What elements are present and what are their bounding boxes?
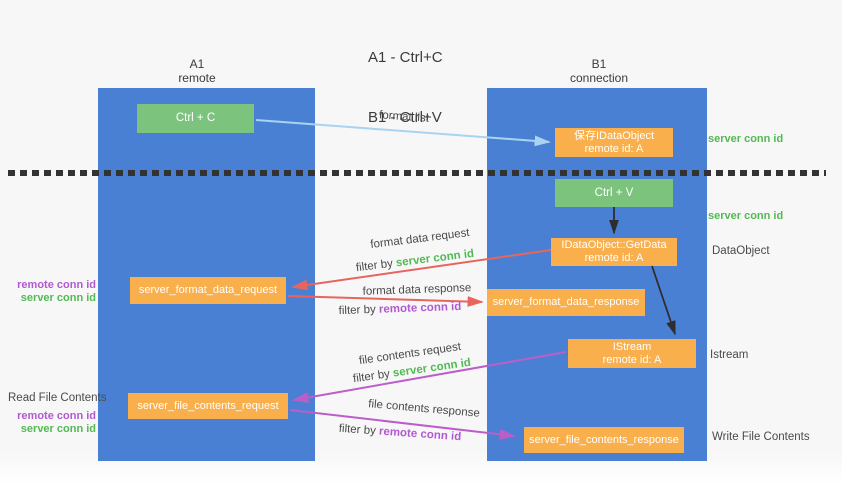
filter2-highlight: remote conn id: [378, 300, 462, 316]
node-file-response-label: server_file_contents_response: [529, 433, 679, 446]
label-conn-id-pair-2: remote conn id server conn id: [14, 410, 96, 436]
filter3-prefix: filter by: [352, 367, 394, 386]
label-read-file-contents: Read File Contents: [8, 392, 107, 404]
phase-separator-dotted-line: [8, 170, 826, 176]
label-server-conn-id-left-1: server conn id: [20, 292, 96, 304]
label-server-conn-id-top: server conn id: [708, 133, 784, 145]
node-getdata-line1: IDataObject::GetData: [561, 239, 667, 251]
label-server-conn-id-mid: server conn id: [708, 210, 784, 222]
filter1-prefix: filter by: [355, 257, 397, 275]
column-b1-subtitle: connection: [569, 71, 629, 85]
label-filter-by-remote-conn-id-2: filter by remote conn id: [325, 422, 475, 444]
diagram-title: A1 - Ctrl+C B1 - Ctrl+V: [368, 8, 443, 168]
node-ctrl-c-label: Ctrl + C: [175, 112, 216, 124]
filter4-highlight: remote conn id: [378, 425, 462, 444]
filter4-prefix: filter by: [338, 422, 380, 438]
node-ctrl-c: Ctrl + C: [137, 104, 254, 133]
node-save-idataobject-line1: 保存IDataObject: [573, 129, 655, 142]
label-server-conn-id-left-2: server conn id: [20, 423, 96, 435]
label-conn-id-pair-1: remote conn id server conn id: [14, 279, 96, 305]
node-ctrl-v: Ctrl + V: [555, 179, 673, 207]
label-file-contents-response: file contents response: [367, 398, 481, 420]
node-server-format-data-response: server_format_data_response: [487, 289, 645, 316]
node-format-response-label: server_format_data_response: [492, 296, 640, 308]
node-getdata-line2: remote id: A: [584, 252, 644, 264]
label-remote-conn-id-1: remote conn id: [17, 279, 96, 291]
node-server-file-contents-response: server_file_contents_response: [524, 427, 684, 453]
label-dataobject: DataObject: [712, 245, 770, 257]
label-remote-conn-id-2: remote conn id: [17, 410, 96, 422]
node-ctrl-v-label: Ctrl + V: [594, 186, 634, 199]
node-server-format-data-request: server_format_data_request: [130, 277, 286, 304]
node-istream-line1: IStream: [612, 340, 652, 353]
node-server-file-contents-request: server_file_contents_request: [128, 393, 288, 419]
node-file-request-label: server_file_contents_request: [137, 399, 279, 412]
filter2-prefix: filter by: [338, 303, 380, 318]
column-b1-name: B1: [591, 57, 607, 71]
node-istream-line2: remote id: A: [602, 353, 662, 366]
node-istream: IStream remote id: A: [568, 339, 696, 368]
filter1-highlight: server conn id: [395, 247, 475, 270]
title-line-1: A1 - Ctrl+C: [368, 49, 443, 66]
label-write-file-contents: Write File Contents: [712, 431, 810, 443]
label-format-data-response: format data response: [362, 282, 472, 298]
label-filter-by-remote-conn-id-1: filter by remote conn id: [330, 301, 470, 318]
node-format-request-label: server_format_data_request: [138, 284, 278, 296]
node-save-idataobject-line2: remote id: A: [584, 142, 644, 155]
node-save-idataobject: 保存IDataObject remote id: A: [555, 128, 673, 157]
column-header-b1: B1 connection: [539, 57, 659, 85]
column-header-a1: A1 remote: [137, 57, 257, 85]
node-idataobject-getdata: IDataObject::GetData remote id: A: [551, 238, 677, 266]
column-a1-name: A1: [189, 57, 205, 71]
column-a1-subtitle: remote: [178, 71, 216, 85]
label-istream: Istream: [710, 349, 749, 361]
